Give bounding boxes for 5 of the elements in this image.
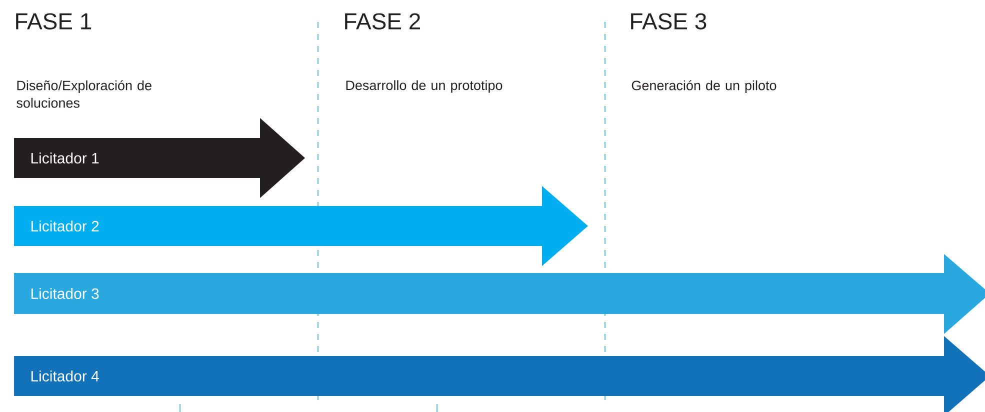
phase-description: Desarrollo de un prototipo [346,80,502,93]
phase-description: Generación de un piloto [632,80,776,93]
phase-heading: FASE 1 [16,13,92,30]
phase-heading: FASE 2 [345,13,420,30]
phase-heading: FASE 3 [631,13,706,30]
